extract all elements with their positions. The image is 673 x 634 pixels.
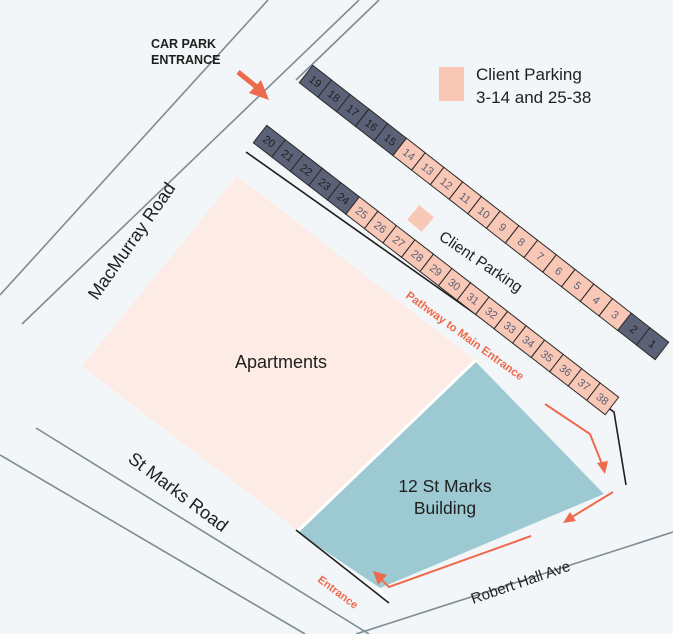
parking-bay-6: 6 [542, 254, 576, 288]
apartments-label: Apartments [235, 352, 327, 372]
parking-bay-number: 24 [334, 191, 351, 208]
parking-bay-number: 19 [306, 74, 323, 91]
parking-bay-number: 26 [371, 219, 388, 236]
parking-bay-20: 20 [252, 124, 286, 158]
legend-range: 3-14 and 25-38 [476, 88, 591, 107]
parking-bay-number: 15 [381, 132, 398, 149]
parking-bay-number: 21 [279, 148, 296, 165]
legend-swatch-icon [439, 67, 464, 101]
parking-bay-13: 13 [410, 152, 445, 186]
parking-bay-7: 7 [523, 239, 557, 273]
car-park-entrance-label-2: ENTRANCE [151, 53, 220, 67]
parking-bay-number: 10 [475, 205, 492, 222]
parking-bay-37: 37 [567, 367, 601, 402]
parking-bay-number: 22 [297, 162, 314, 179]
parking-bay-number: 18 [325, 88, 342, 105]
parking-bay-number: 13 [419, 161, 436, 178]
parking-bay-number: 37 [575, 377, 592, 394]
parking-bay-2: 2 [617, 312, 651, 346]
macmurray-road-west-edge [0, 0, 269, 296]
parking-bay-number: 16 [362, 117, 379, 134]
parking-bay-number: 17 [344, 103, 361, 120]
parking-bay-number: 36 [557, 362, 574, 379]
st-marks-building [297, 361, 604, 588]
parking-bay-shape [586, 382, 620, 416]
parking-bay-number: 38 [594, 391, 611, 408]
apartments-block [82, 176, 476, 530]
parking-bay-26: 26 [363, 210, 398, 244]
car-park-entrance-label-1: CAR PARK [151, 37, 216, 51]
parking-bay-27: 27 [382, 224, 416, 258]
parking-bay-number: 31 [464, 291, 481, 308]
building-divider [295, 358, 478, 534]
st-marks-road-north-edge [35, 427, 370, 634]
legend-title: Client Parking [476, 65, 582, 84]
robert-hall-ave-south-edge [355, 531, 673, 634]
parking-bay-number: 20 [260, 133, 277, 150]
car-park-entrance-edge [295, 0, 380, 81]
parking-bay-21: 21 [271, 138, 305, 173]
parking-bay-number: 23 [316, 176, 333, 193]
building-west-curb [295, 529, 390, 604]
client-parking-marker [407, 205, 434, 232]
parking-bay-number: 33 [501, 320, 518, 337]
parking-bay-38: 38 [586, 382, 620, 416]
parking-bay-number: 30 [445, 277, 462, 294]
pathway-route [373, 403, 614, 589]
parking-bay-11: 11 [448, 181, 483, 215]
st-marks-road-south-edge [0, 454, 306, 634]
parking-bay-number: 29 [427, 262, 444, 279]
building-label-1: 12 St Marks [398, 476, 492, 496]
parking-bay-28: 28 [400, 239, 435, 273]
parking-bay-12: 12 [429, 166, 464, 200]
entrance-gap [376, 587, 391, 604]
parking-bay-3: 3 [598, 297, 632, 332]
parking-bay-number: 27 [390, 234, 407, 251]
parking-bay-29: 29 [419, 253, 453, 287]
parking-bay-number: 34 [519, 334, 536, 351]
parking-bay-10: 10 [467, 195, 501, 230]
parking-bay-number: 32 [482, 305, 499, 322]
parking-bay-number: 28 [408, 248, 425, 265]
entrance-arrow-icon [236, 70, 269, 100]
building-label-2: Building [414, 498, 476, 518]
parking-bay-16: 16 [354, 108, 389, 142]
parking-bay-1: 1 [635, 327, 670, 361]
parking-bay-31: 31 [456, 282, 490, 316]
parking-bay-number: 35 [538, 348, 555, 365]
parking-bay-number: 14 [400, 146, 417, 163]
parking-bay-4: 4 [579, 283, 614, 317]
parking-bay-number: 12 [437, 176, 454, 193]
lower-curb [245, 151, 627, 486]
parking-bay-33: 33 [493, 310, 527, 344]
macmurray-road-east-edge [21, 0, 360, 325]
parking-bay-shape [635, 327, 670, 361]
parking-bay-number: 25 [353, 205, 370, 222]
